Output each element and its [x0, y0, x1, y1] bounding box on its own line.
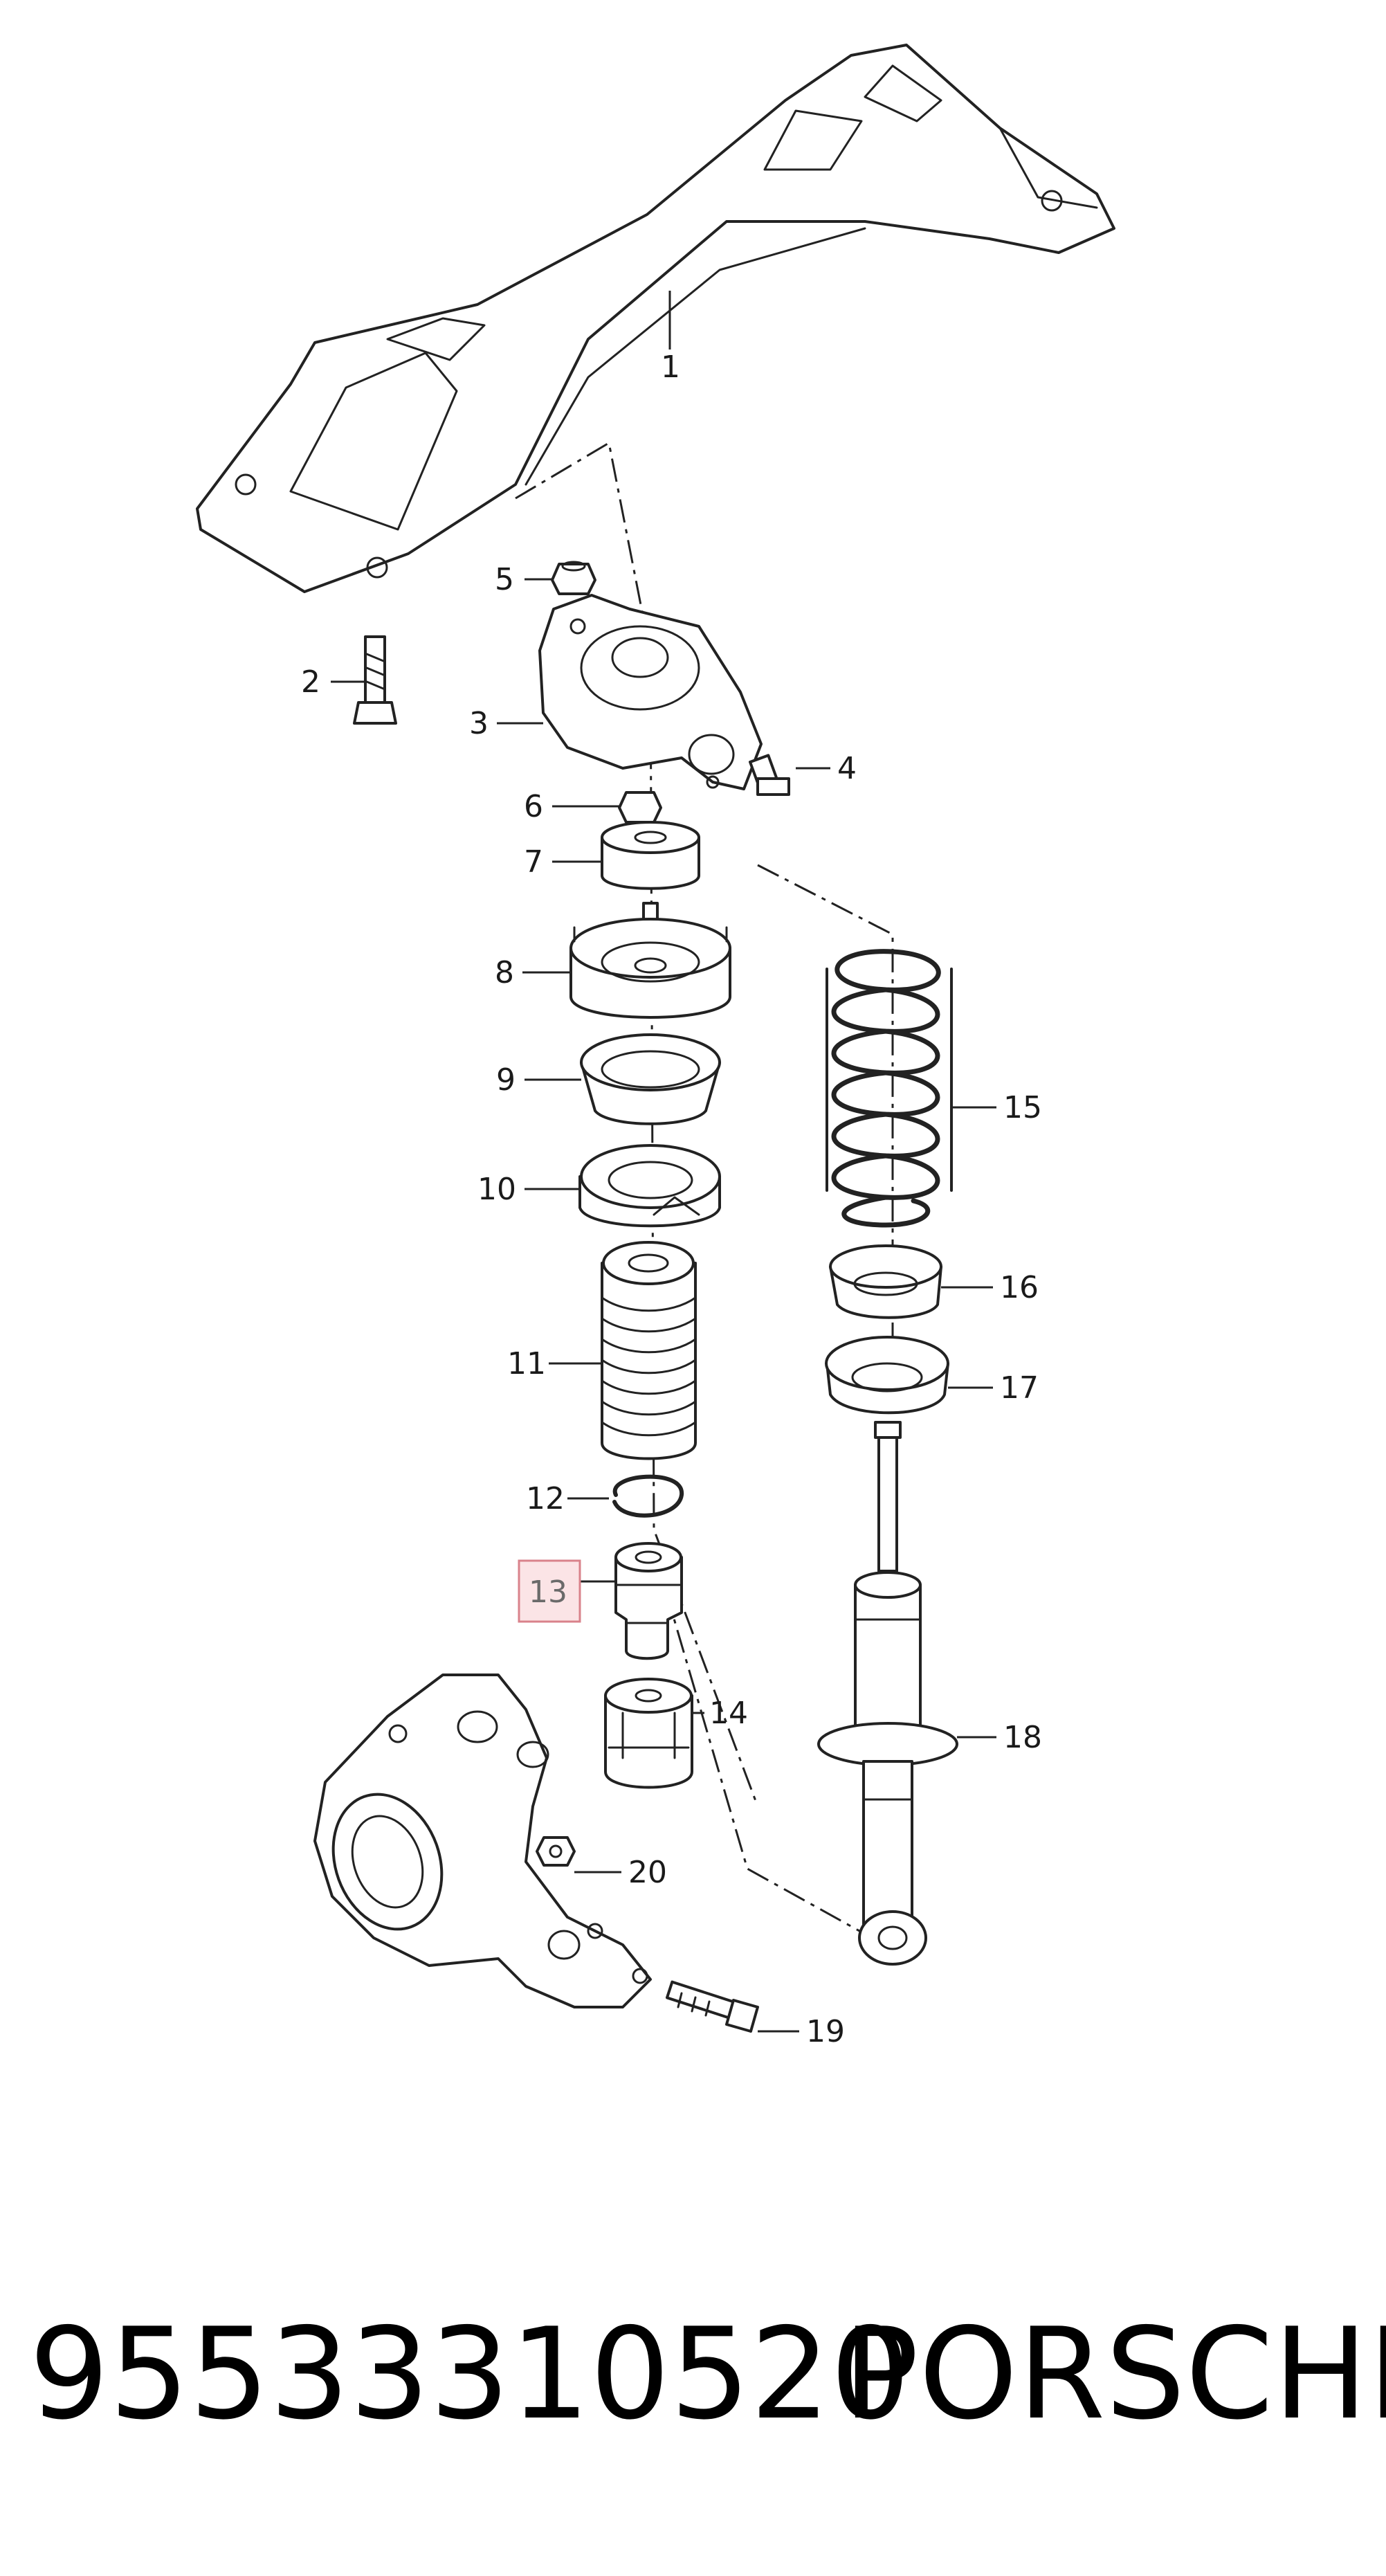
part-9-bearing-ring — [580, 1033, 721, 1125]
part-8-spring-plate — [569, 902, 731, 1019]
callout-14[interactable]: 14 — [709, 1696, 748, 1731]
callout-15[interactable]: 15 — [1003, 1090, 1042, 1125]
part-2-bolt — [353, 635, 397, 725]
callout-17[interactable]: 17 — [1000, 1370, 1039, 1406]
part-18-shock-absorber — [817, 1421, 958, 1966]
part-4-bolt — [749, 754, 790, 796]
callout-11[interactable]: 11 — [507, 1346, 546, 1381]
wheel-carrier — [313, 1674, 652, 2008]
callout-7[interactable]: 7 — [524, 844, 543, 880]
part-14-protective-cap — [604, 1678, 693, 1789]
part-11-dust-boot — [601, 1241, 697, 1460]
footer: 95533310520 PORSCHE — [0, 2291, 1386, 2471]
part-13-bump-stop — [614, 1542, 683, 1660]
callout-10[interactable]: 10 — [477, 1172, 516, 1207]
callout-3[interactable]: 3 — [469, 706, 489, 741]
callout-1[interactable]: 1 — [661, 350, 680, 385]
callout-16[interactable]: 16 — [1000, 1270, 1039, 1305]
callout-8[interactable]: 8 — [495, 955, 514, 990]
part-5-nut — [551, 561, 596, 595]
callout-19[interactable]: 19 — [806, 2014, 845, 2049]
part-19-bolt — [665, 1980, 759, 2033]
highlight-box-13 — [518, 1559, 581, 1623]
callout-5[interactable]: 5 — [495, 562, 514, 597]
part-15-coil-spring — [826, 949, 953, 1228]
part-1-subframe — [196, 44, 1115, 593]
part-16-spring-pad — [829, 1244, 942, 1319]
callout-18[interactable]: 18 — [1003, 1720, 1042, 1755]
callout-12[interactable]: 12 — [526, 1481, 565, 1516]
part-12-circlip — [612, 1474, 684, 1518]
brand-name: PORSCHE — [843, 2301, 1386, 2447]
part-7-bushing — [601, 821, 700, 890]
part-17-spring-seat — [825, 1336, 949, 1415]
callout-20[interactable]: 20 — [628, 1855, 667, 1890]
callout-2[interactable]: 2 — [301, 664, 320, 700]
part-number: 95533310520 — [29, 2301, 911, 2447]
callout-13[interactable]: 13 — [529, 1575, 567, 1610]
leader-lines — [331, 291, 996, 2033]
callout-labels[interactable]: 1 2 3 4 5 6 7 8 9 10 11 12 13 14 15 16 1… — [301, 350, 1042, 2049]
callout-9[interactable]: 9 — [496, 1062, 516, 1098]
callout-4[interactable]: 4 — [837, 751, 857, 786]
part-3-top-mount — [538, 594, 763, 790]
part-10-spring-seat — [578, 1144, 721, 1228]
callout-6[interactable]: 6 — [524, 789, 543, 824]
part-6-nut — [618, 791, 662, 824]
part-20-nut — [536, 1836, 576, 1867]
